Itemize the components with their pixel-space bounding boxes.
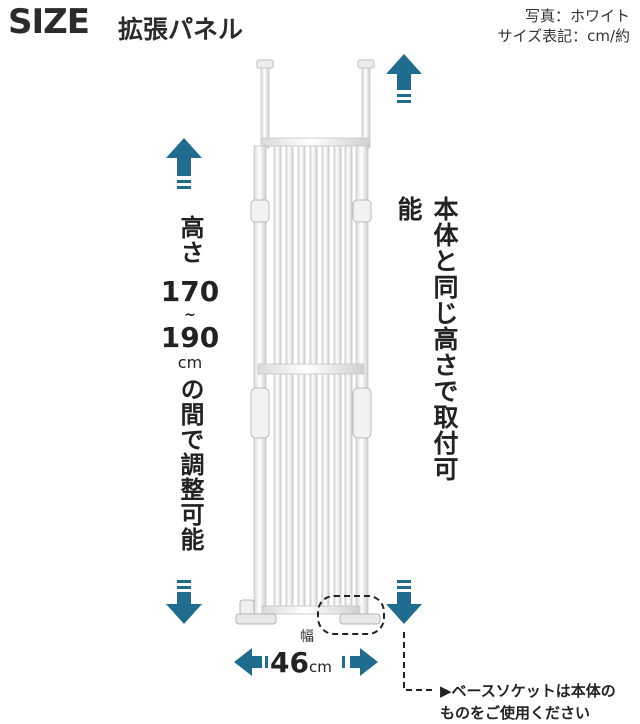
arrows (166, 54, 422, 676)
leader-line (403, 632, 432, 691)
base-socket-note: ▶ベースソケットは本体の ものをご使用ください (440, 680, 616, 724)
size-notation-note: サイズ表記：cm/約 (497, 27, 630, 45)
width-right-arrow-icon (342, 648, 378, 676)
right-bottom-arrow-icon (386, 580, 422, 624)
base-socket-highlight (317, 595, 385, 635)
width-prefix: 幅 (300, 629, 314, 645)
base-sockets (235, 599, 381, 625)
height-range-label: 高さ 170 ~ 190 cm の間で調整可能 (160, 210, 220, 554)
top-extension-frame (256, 59, 375, 149)
photo-color-note: 写真：ホワイト (524, 7, 630, 25)
height-top-arrow-icon (166, 138, 202, 189)
height-adjust-note: の間で調整可能 (176, 376, 204, 552)
side-posts (250, 145, 372, 617)
vertical-bars (273, 145, 353, 615)
base-note-line1: ▶ベースソケットは本体の (440, 682, 616, 700)
right-top-arrow-icon (386, 54, 422, 103)
width-value: 46 (270, 646, 309, 679)
photo-note: 写真：ホワイト サイズ表記：cm/約 (498, 6, 630, 46)
base-note-line2: ものをご使用ください (440, 704, 591, 722)
title-product-name: 拡張パネル (118, 15, 244, 44)
title-size: SIZE (8, 2, 90, 42)
same-height-note: 本体と同じ高さで取付可能 (394, 196, 459, 482)
height-label-prefix: 高さ (176, 215, 204, 265)
height-max-value: 190 (160, 321, 220, 354)
height-bottom-arrow-icon (166, 580, 202, 624)
horizontal-rails (257, 363, 365, 615)
height-unit: cm (177, 353, 203, 372)
height-min-value: 170 (160, 275, 220, 308)
width-unit: cm (308, 658, 332, 676)
width-dimension: 46cm (270, 646, 332, 679)
height-range-tilde: ~ (184, 307, 196, 323)
width-left-arrow-icon (234, 648, 268, 676)
